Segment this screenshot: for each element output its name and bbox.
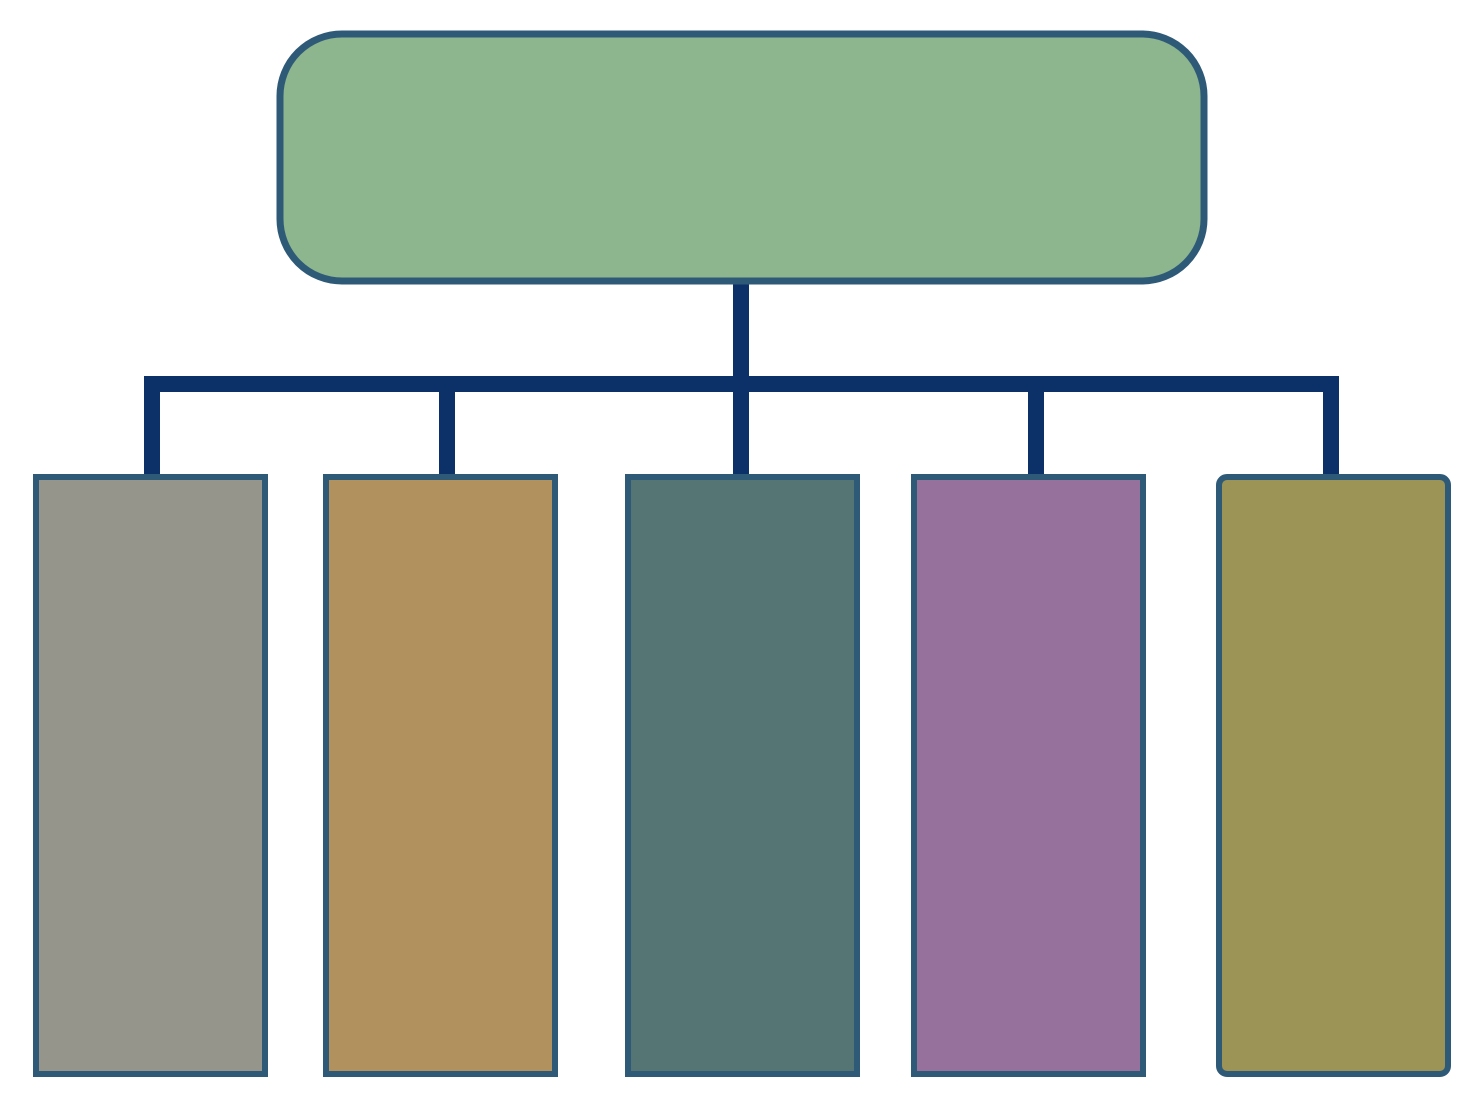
child-node-5: [1216, 474, 1451, 1077]
root-node: [276, 30, 1208, 285]
child-nodes: [33, 474, 1451, 1077]
child-node-1: [33, 474, 268, 1077]
child-box-2: [323, 474, 558, 1077]
connector-lines: [144, 273, 1339, 485]
child-box-5: [1216, 474, 1451, 1077]
child-node-4: [911, 474, 1146, 1077]
child-box-3: [625, 474, 860, 1077]
child-node-3: [625, 474, 860, 1077]
child-box-4: [911, 474, 1146, 1077]
root-box: [276, 30, 1208, 285]
child-node-2: [323, 474, 558, 1077]
child-box-1: [33, 474, 268, 1077]
